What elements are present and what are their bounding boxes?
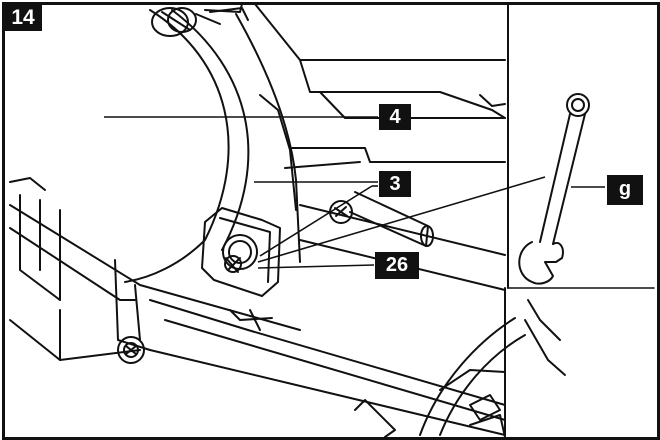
knurled-knob-drawing [151, 3, 243, 37]
leader-line-26 [257, 264, 375, 269]
leader-lines [104, 116, 605, 269]
clamp-nut-drawing [201, 207, 281, 297]
callout-part-3: 3 [379, 171, 411, 197]
callout-part-26: 26 [375, 252, 419, 279]
table-disk-drawing [354, 287, 566, 438]
lower-frame-drawing [9, 194, 506, 436]
blade-guard-drawing [9, 9, 250, 283]
callout-part-4: 4 [379, 104, 411, 130]
wrench-drawing [518, 93, 590, 285]
bolt-drawing [117, 336, 145, 364]
callout-tool-g: g [607, 175, 643, 205]
step-number-label: 14 [4, 4, 42, 31]
leader-line-g-diagonal [257, 176, 546, 263]
leader-line-3-diagonal [259, 185, 373, 257]
